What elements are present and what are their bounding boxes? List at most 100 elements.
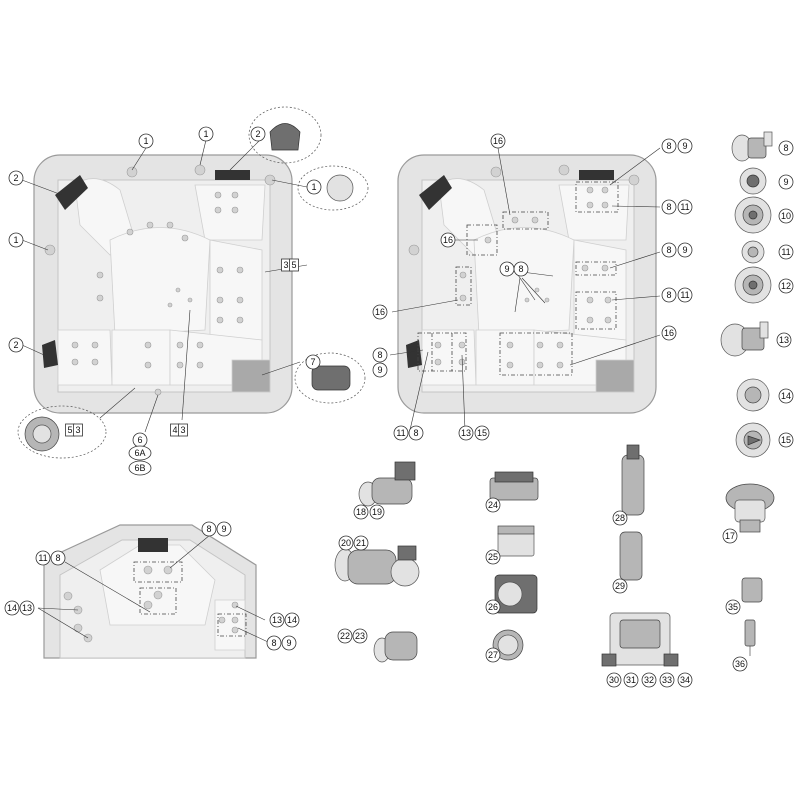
callout-label: 3 — [283, 260, 288, 270]
jet-zoom-ellipse — [297, 165, 369, 211]
callout-label: 12 — [781, 281, 791, 291]
callout-spa2-18: 13 — [458, 425, 474, 441]
callout-marker — [732, 656, 748, 672]
callout-label: 6A — [134, 448, 145, 458]
callout-equipment-15: 33 — [659, 672, 675, 688]
pillow-part-icon — [311, 365, 351, 391]
callout-label: 21 — [356, 538, 366, 548]
callout-label: 1 — [13, 235, 18, 245]
callout-marker — [250, 126, 266, 142]
callout-equipment-1: 19 — [369, 504, 385, 520]
callout-marker — [485, 599, 501, 615]
callout-marker — [612, 578, 628, 594]
callout-label: 28 — [615, 513, 625, 523]
jet-group-boxes — [417, 181, 619, 376]
callout-marker — [266, 635, 282, 651]
callout-marker — [198, 126, 214, 142]
filter-housing-28 — [621, 444, 645, 516]
callout-label: 31 — [626, 675, 636, 685]
callout-spa1-14: 6B — [128, 460, 152, 476]
callout-corner-8: 8 — [266, 635, 282, 651]
callout-label: 3 — [75, 425, 80, 435]
jet-part-12 — [734, 266, 772, 304]
callout-label: 15 — [477, 428, 487, 438]
jet-part-14 — [736, 378, 770, 412]
callout-marker — [778, 208, 794, 224]
callout-marker — [8, 232, 24, 248]
callout-label: 2 — [13, 173, 18, 183]
callout-equipment-7: 25 — [485, 549, 501, 565]
callout-label: 8 — [666, 141, 671, 151]
callout-label: 34 — [680, 675, 690, 685]
callout-corner-2: 11 — [35, 550, 51, 566]
callout-label: 9 — [286, 638, 291, 648]
callout-spa2-12: 16 — [372, 304, 388, 320]
callout-label: 16 — [443, 235, 453, 245]
callout-spa2-11: 11 — [677, 287, 693, 303]
callout-spa2-17: 8 — [408, 425, 424, 441]
callout-label: 19 — [372, 507, 382, 517]
callout-label: 5 — [291, 260, 296, 270]
callout-label: 11 — [396, 428, 405, 438]
callout-marker — [485, 549, 501, 565]
callout-label: 11 — [38, 553, 47, 563]
callout-jets-1: 9 — [778, 174, 794, 190]
callout-marker — [778, 140, 794, 156]
callout-label: 13 — [779, 335, 789, 345]
callout-corner-7: 14 — [284, 612, 300, 628]
callout-label: 32 — [644, 675, 654, 685]
callout-spa1-11: 3 — [73, 423, 83, 437]
callout-marker — [612, 510, 628, 526]
callout-marker — [458, 425, 474, 441]
callout-marker — [677, 672, 693, 688]
callout-label: 9 — [783, 177, 788, 187]
sensor-35 — [741, 577, 763, 603]
callout-label: 6B — [134, 463, 145, 473]
callout-corner-1: 9 — [216, 521, 232, 537]
callout-marker — [305, 354, 321, 370]
callout-spa2-4: 11 — [677, 199, 693, 215]
jet-part-icon — [326, 174, 354, 202]
callout-label: 36 — [735, 659, 745, 669]
jets-spa2 — [408, 164, 640, 369]
callout-label: 6 — [137, 435, 142, 445]
callout-equipment-13: 31 — [623, 672, 639, 688]
pump-22-23 — [373, 631, 418, 663]
callout-spa2-2: 9 — [677, 138, 693, 154]
callout-marker — [50, 550, 66, 566]
callout-marker — [778, 278, 794, 294]
callout-spa1-13: 6A — [128, 445, 152, 461]
callout-marker — [306, 179, 322, 195]
transformer-25 — [497, 525, 535, 557]
callout-label: 9 — [377, 365, 382, 375]
callout-label: 16 — [664, 328, 674, 338]
callout-label: 16 — [375, 307, 385, 317]
callout-marker — [337, 628, 353, 644]
callout-label: 1 — [143, 136, 148, 146]
callout-label: 14 — [287, 615, 297, 625]
callout-marker — [269, 612, 285, 628]
callout-spa2-16: 11 — [393, 425, 409, 441]
callout-equipment-6: 24 — [485, 497, 501, 513]
callout-label: 25 — [488, 552, 498, 562]
callout-jets-8: 17 — [722, 528, 738, 544]
jet-part-8 — [731, 131, 773, 162]
callout-marker — [19, 600, 35, 616]
callout-marker — [408, 425, 424, 441]
callout-marker — [372, 362, 388, 378]
filter-cap-27 — [492, 629, 524, 661]
callout-spa1-4: 1 — [306, 179, 322, 195]
callout-marker — [485, 497, 501, 513]
callout-spa1-12: 6 — [132, 432, 148, 448]
callout-marker — [352, 628, 368, 644]
callout-equipment-18: 36 — [732, 656, 748, 672]
light-zoom-ellipse — [17, 405, 107, 459]
callout-spa1-6: 2 — [8, 337, 24, 353]
callout-label: 35 — [728, 602, 738, 612]
callout-equipment-14: 32 — [641, 672, 657, 688]
callout-marker — [372, 304, 388, 320]
callout-label: 9 — [221, 524, 226, 534]
callout-label: 8 — [666, 290, 671, 300]
